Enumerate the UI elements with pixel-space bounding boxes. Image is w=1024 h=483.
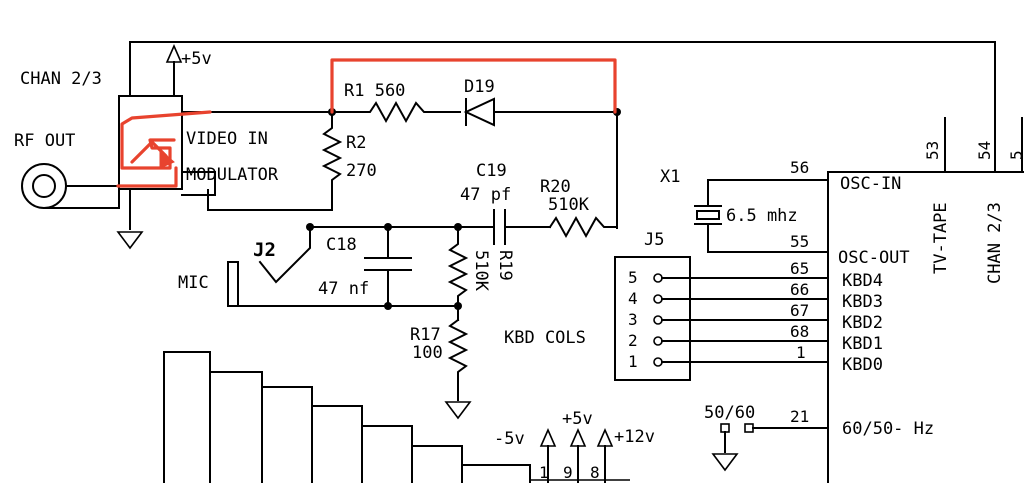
supply-pin-1: 1 bbox=[539, 463, 549, 482]
keyboard-staircase bbox=[163, 351, 531, 483]
video-in-label: VIDEO IN bbox=[186, 129, 268, 149]
supply-pin-9: 9 bbox=[563, 463, 573, 482]
j5-pin-row: 5 4 3 2 1 bbox=[628, 268, 829, 371]
ground-symbol-modulator bbox=[116, 231, 144, 250]
osc-out-label: OSC-OUT bbox=[838, 248, 910, 268]
r19-label: R19 bbox=[495, 250, 515, 281]
j5-pin-3: 3 bbox=[628, 310, 638, 329]
pin-num-21: 21 bbox=[790, 407, 809, 426]
pin-num-5x: 5 bbox=[1007, 150, 1024, 160]
j5-pin-4: 4 bbox=[628, 289, 638, 308]
c18-value: 47 nf bbox=[318, 279, 369, 299]
kbd2-label: KBD2 bbox=[842, 313, 883, 333]
kbd4-label: KBD4 bbox=[842, 271, 883, 291]
main-chip bbox=[827, 171, 1024, 483]
r1-label: R1 560 bbox=[344, 81, 405, 101]
x1-value: 6.5 mhz bbox=[726, 206, 798, 226]
r17-resistor bbox=[447, 318, 469, 401]
d19-label: D19 bbox=[464, 77, 495, 97]
kbd3-label: KBD3 bbox=[842, 292, 883, 312]
j5-pin-1: 1 bbox=[628, 352, 638, 371]
red-annotation-switch bbox=[116, 110, 212, 188]
pin-num-66: 66 bbox=[790, 280, 809, 299]
chan-line-wire bbox=[129, 41, 996, 173]
c18-capacitor bbox=[237, 226, 459, 307]
pin-num-65: 65 bbox=[790, 259, 809, 278]
plus5-bottom-label: +5v bbox=[562, 409, 593, 429]
r2-label: R2 bbox=[346, 133, 366, 153]
supply-pin-8: 8 bbox=[590, 463, 600, 482]
j5-label: J5 bbox=[644, 230, 664, 250]
ground-symbol-r17 bbox=[444, 401, 472, 420]
x1-label: X1 bbox=[660, 167, 680, 187]
pin-num-53: 53 bbox=[923, 141, 942, 160]
r19-resistor bbox=[447, 226, 469, 321]
r20-label: R20 bbox=[540, 177, 571, 197]
c19-capacitor bbox=[309, 209, 551, 245]
modulator-label: MODULATOR bbox=[186, 165, 279, 185]
plus12-label: +12v bbox=[614, 427, 655, 447]
pin-num-54: 54 bbox=[975, 141, 994, 160]
mic-jack bbox=[227, 261, 239, 307]
r2-resistor bbox=[321, 111, 343, 191]
rf-connector bbox=[21, 163, 120, 209]
j2-jack bbox=[258, 226, 311, 284]
r17-value: 100 bbox=[412, 343, 443, 363]
pin-num-67: 67 bbox=[790, 301, 809, 320]
rf-out-label: RF OUT bbox=[14, 131, 75, 151]
mic-label: MIC bbox=[178, 273, 209, 293]
kbd0-label: KBD0 bbox=[842, 355, 883, 375]
r17-label: R17 bbox=[410, 325, 441, 345]
tv-tape-label: TV-TAPE bbox=[931, 202, 951, 274]
pin-num-56: 56 bbox=[790, 158, 809, 177]
r1-resistor bbox=[331, 100, 461, 124]
supply-arrows bbox=[530, 428, 630, 483]
c19-value: 47 pf bbox=[460, 185, 511, 205]
r20-value: 510K bbox=[548, 195, 590, 215]
r19-value: 510K bbox=[471, 250, 491, 292]
j2-label: J2 bbox=[253, 239, 276, 261]
kbd1-label: KBD1 bbox=[842, 334, 883, 354]
c18-label: C18 bbox=[326, 235, 357, 255]
opt-5060-jumper bbox=[711, 423, 829, 472]
osc-in-label: OSC-IN bbox=[840, 174, 901, 194]
freq-pin-label: 60/50- Hz bbox=[842, 419, 934, 439]
chan-left-label: CHAN 2/3 bbox=[20, 69, 102, 89]
plus5-top-label: +5v bbox=[181, 49, 212, 69]
j5-pin-2: 2 bbox=[628, 331, 638, 350]
r20-resistor bbox=[548, 215, 618, 239]
c19-label: C19 bbox=[476, 161, 507, 181]
j5-connector bbox=[614, 256, 691, 381]
chan-right-label: CHAN 2/3 bbox=[985, 202, 1005, 284]
pin-num-55: 55 bbox=[790, 232, 809, 251]
kbd-cols-label: KBD COLS bbox=[504, 328, 586, 348]
x1-crystal bbox=[694, 179, 829, 253]
d19-diode bbox=[463, 97, 618, 127]
j5-pin-5: 5 bbox=[628, 268, 638, 287]
pin-num-68: 68 bbox=[790, 322, 809, 341]
opt-5060-label: 50/60 bbox=[704, 403, 755, 423]
red-annotation-loop bbox=[330, 58, 617, 114]
minus5-label: -5v bbox=[494, 429, 525, 449]
r2-value: 270 bbox=[346, 161, 377, 181]
pin-num-1: 1 bbox=[796, 343, 806, 362]
